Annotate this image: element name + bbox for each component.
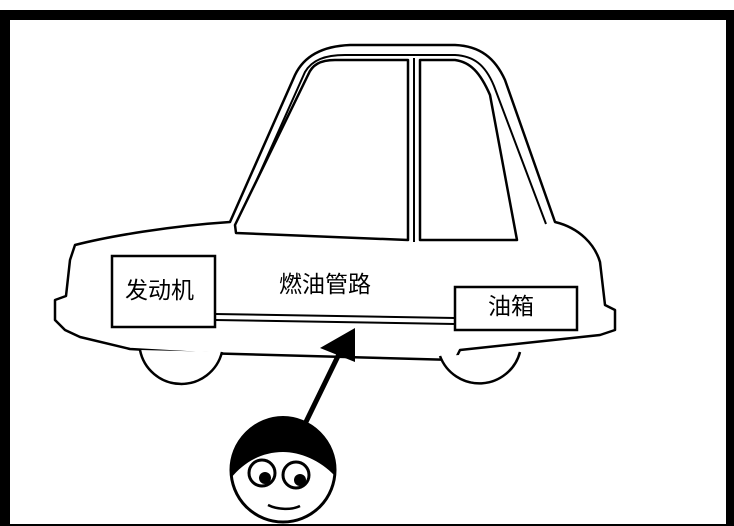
face-hair — [231, 416, 335, 478]
engine-box — [110, 254, 217, 329]
left-pupil — [259, 472, 271, 484]
rear-wheel — [438, 351, 522, 385]
diagram-border — [0, 10, 734, 526]
front-window — [233, 58, 410, 242]
fuel-tank-box — [453, 285, 579, 332]
fuel-line-top — [214, 313, 456, 319]
face-character — [229, 416, 337, 524]
car-roof-inner — [237, 54, 547, 225]
fuel-line-label: 燃油管路 — [279, 272, 371, 298]
fuel-tank-label: 油箱 — [488, 294, 534, 320]
fuel-line-bottom — [214, 319, 456, 325]
right-pupil — [294, 474, 306, 486]
rear-window — [418, 58, 519, 242]
front-wheel — [138, 349, 224, 386]
engine-label: 发动机 — [125, 278, 194, 304]
pointer-arrow-head — [320, 328, 355, 362]
face-mouth — [267, 503, 301, 511]
pointer-arrow-shaft — [300, 350, 343, 430]
